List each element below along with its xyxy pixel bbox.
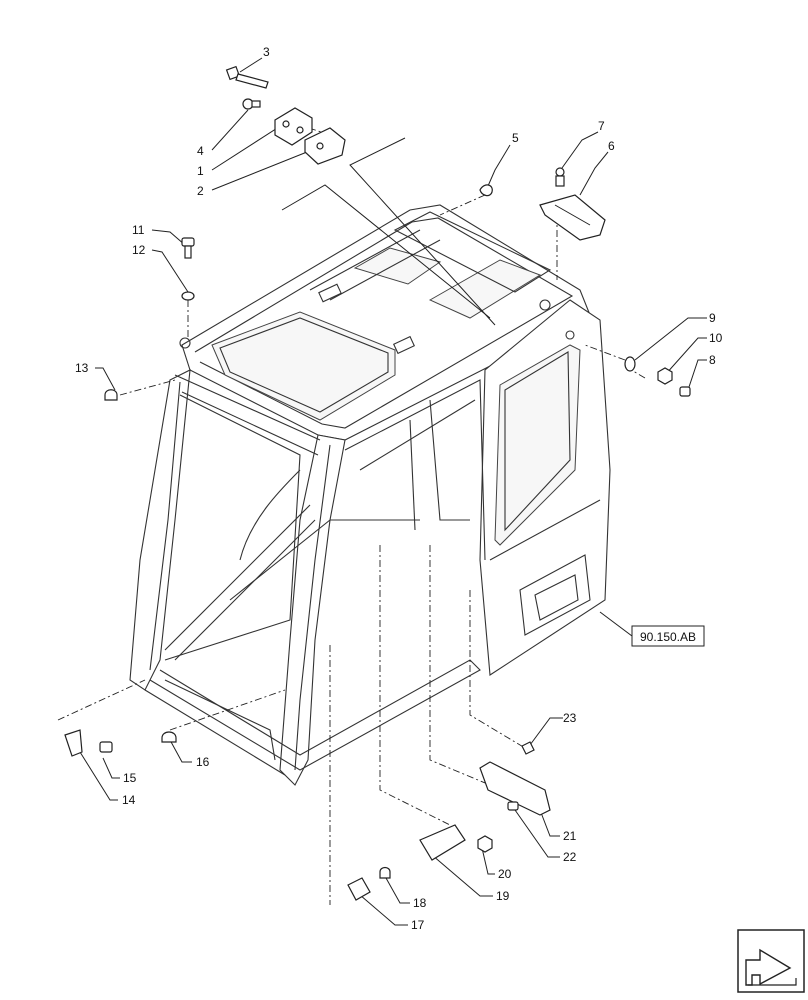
part-13-plug xyxy=(104,389,118,401)
part-6-cover xyxy=(539,194,606,241)
part-20-nut xyxy=(477,835,493,853)
callout-8: 8 xyxy=(709,353,716,367)
part-3-bolt xyxy=(225,65,269,89)
reference-link[interactable]: 90.150.AB xyxy=(631,625,705,647)
cab-frame xyxy=(129,204,611,786)
callout-13: 13 xyxy=(75,361,89,375)
part-10-nut xyxy=(657,367,673,385)
callout-11: 11 xyxy=(132,223,145,237)
callout-7: 7 xyxy=(598,119,605,133)
part-1-bracket xyxy=(274,107,313,146)
callout-4: 4 xyxy=(197,144,204,158)
next-page-arrow-icon[interactable] xyxy=(737,929,805,993)
part-8-bolt xyxy=(679,386,691,397)
part-22-bolt xyxy=(507,801,519,811)
part-21-bracket xyxy=(479,761,551,816)
callout-15: 15 xyxy=(123,771,137,785)
callout-19: 19 xyxy=(496,889,510,903)
part-23-screw xyxy=(521,741,535,755)
part-17-clamp xyxy=(347,877,371,901)
callouts: 3 4 1 2 5 7 6 9 10 8 11 12 13 14 15 16 1… xyxy=(75,45,723,932)
callout-12: 12 xyxy=(132,243,146,257)
callout-21: 21 xyxy=(563,829,577,843)
callout-23: 23 xyxy=(563,711,577,725)
callout-14: 14 xyxy=(122,793,136,807)
callout-18: 18 xyxy=(413,896,427,910)
part-9-washer xyxy=(624,356,636,372)
part-2-plate xyxy=(304,127,346,165)
leader-lines xyxy=(79,57,707,926)
part-11-bolt xyxy=(181,237,195,259)
callout-20: 20 xyxy=(498,867,512,881)
reference-code[interactable]: 90.150.AB xyxy=(640,630,696,644)
callout-5: 5 xyxy=(512,131,519,145)
part-19-bracket xyxy=(419,824,466,861)
part-15-bolt xyxy=(99,741,113,753)
callout-3: 3 xyxy=(263,45,270,59)
callout-17: 17 xyxy=(411,918,425,932)
part-7-screw xyxy=(555,167,565,187)
callout-10: 10 xyxy=(709,331,723,345)
callout-22: 22 xyxy=(563,850,577,864)
callout-9: 9 xyxy=(709,311,716,325)
part-18-bolt xyxy=(379,866,391,879)
callout-6: 6 xyxy=(608,139,615,153)
part-5-clip xyxy=(479,184,493,197)
callout-2: 2 xyxy=(197,184,204,198)
callout-1: 1 xyxy=(197,164,204,178)
part-14-bracket xyxy=(64,729,83,757)
part-4-bolt xyxy=(242,98,261,110)
part-12-washer xyxy=(181,291,195,301)
callout-16: 16 xyxy=(196,755,210,769)
part-16-plug xyxy=(161,731,177,743)
